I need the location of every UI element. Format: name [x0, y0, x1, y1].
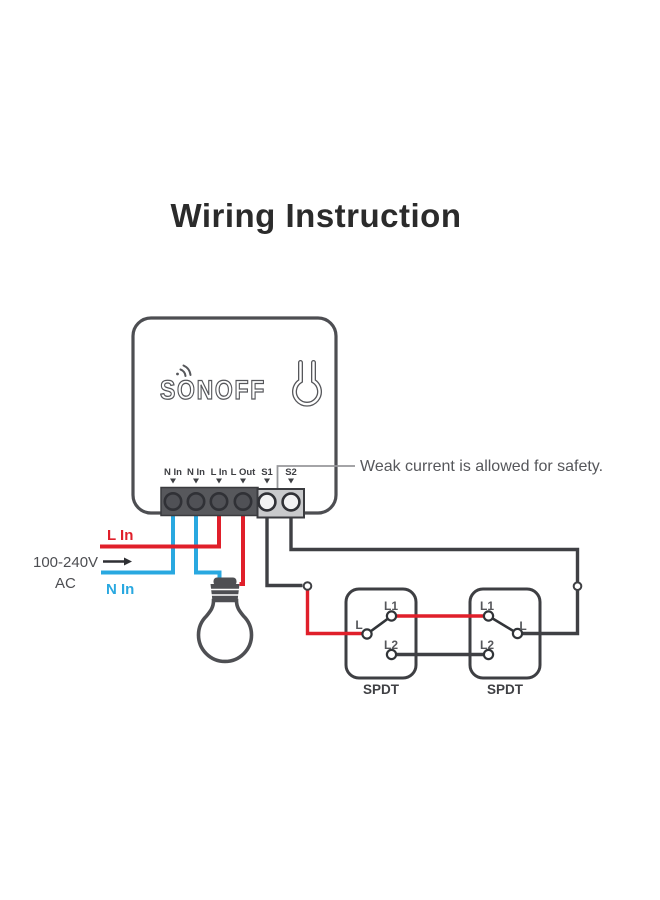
- wire-s1: [265, 503, 303, 588]
- light-bulb-icon: [196, 577, 254, 664]
- switch2-l2-label: L2: [480, 638, 494, 652]
- terminal-label-nin1: N In: [164, 467, 182, 478]
- switch2-l2-contact: [482, 648, 495, 661]
- bulb-cap-ridges: [210, 588, 240, 596]
- terminal-hole-nin2: [186, 491, 206, 511]
- supply-neutral-label: N In: [106, 581, 134, 598]
- sonoff-logo: SONOFF: [159, 364, 266, 406]
- ac-label: AC: [55, 575, 76, 592]
- annotation-text: Weak current is allowed for safety.: [360, 458, 603, 475]
- bulb-cap-top: [213, 577, 237, 586]
- keyhole-mount-icon: [292, 360, 322, 407]
- terminal-label-nin2: N In: [187, 467, 205, 478]
- switch1-l1-contact: [385, 610, 398, 622]
- switch1-l2-label: L2: [384, 638, 398, 652]
- terminal-hole-s1: [257, 492, 277, 512]
- switch1-l1-label: L1: [384, 599, 398, 613]
- brand-text: SONOFF: [160, 375, 266, 405]
- terminal-label-s1: S1: [261, 467, 273, 478]
- switch2-type-label: SPDT: [487, 682, 524, 697]
- terminal-hole-lout: [233, 491, 253, 511]
- connector-node-1: [302, 581, 313, 591]
- signal-waves-icon: [179, 368, 187, 377]
- switch1-l2-contact: [385, 648, 398, 661]
- bulb-glass: [196, 598, 254, 664]
- signal-waves-icon: [176, 372, 179, 376]
- wire-neutral-supply: [101, 501, 175, 575]
- switch2-common-contact: [511, 627, 524, 640]
- terminal-label-lin: L In: [211, 467, 228, 478]
- terminal-label-s2: S2: [285, 467, 297, 478]
- flow-arrow-icon: [103, 557, 132, 566]
- terminal-label-lout: L Out: [231, 467, 256, 478]
- terminal-hole-nin1: [163, 491, 183, 511]
- page-title: Wiring Instruction: [170, 197, 462, 234]
- switch1-common-label: L: [355, 618, 362, 632]
- terminal-hole-lin: [209, 491, 229, 511]
- terminal-hole-s2: [281, 492, 301, 512]
- wire-neutral-to-lamp: [194, 501, 222, 581]
- switch2-common-label: L: [519, 619, 526, 633]
- switch2-l1-label: L1: [480, 599, 494, 613]
- signal-waves-icon: [182, 364, 192, 376]
- wire-s2: [289, 503, 580, 582]
- switch1-common-contact: [361, 628, 373, 640]
- wire-switch2-common-to-s2: [522, 590, 580, 636]
- wire-live-out-to-lamp: [239, 501, 245, 586]
- terminal-marker-icons: [170, 478, 294, 484]
- switch1-type-label: SPDT: [363, 682, 400, 697]
- wire-s1-to-switch1-common: [305, 590, 363, 636]
- connector-node-2: [572, 581, 583, 592]
- smart-switch-device-outline: [131, 316, 338, 515]
- supply-live-label: L In: [107, 527, 133, 544]
- bulb-cap: [210, 584, 240, 601]
- voltage-label: 100-240V: [33, 554, 98, 571]
- annotation-leader-line: [276, 465, 355, 496]
- switch2-l1-contact: [482, 610, 495, 622]
